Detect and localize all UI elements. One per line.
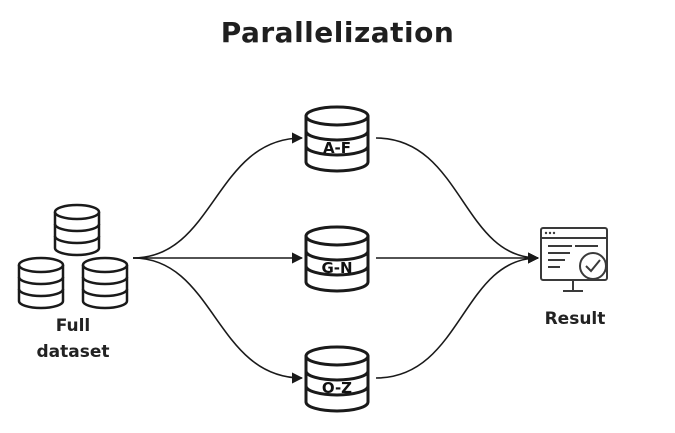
full-dataset-label-line2: dataset xyxy=(36,342,109,362)
result-label: Result xyxy=(545,309,606,329)
connector-af-to-result xyxy=(375,137,540,264)
shard-gn-database-icon xyxy=(304,225,370,293)
full-dataset-icon xyxy=(17,203,129,310)
database-icon xyxy=(17,256,65,310)
shard-gn-label: G-N xyxy=(321,259,352,277)
connector-source-to-oz xyxy=(132,257,304,384)
connector-source-to-af xyxy=(132,132,304,259)
shard-oz-database-icon xyxy=(304,345,370,413)
result-monitor-icon xyxy=(540,227,608,292)
connector-oz-to-result xyxy=(375,252,540,379)
checkmark-icon xyxy=(579,252,607,280)
database-icon xyxy=(53,203,101,257)
diagram-title: Parallelization xyxy=(220,16,455,49)
shard-af-database-icon xyxy=(304,105,370,173)
shard-af-label: A-F xyxy=(323,139,351,157)
database-icon xyxy=(81,256,129,310)
shard-oz-label: O-Z xyxy=(322,379,352,397)
full-dataset-label-line1: Full xyxy=(56,316,91,336)
